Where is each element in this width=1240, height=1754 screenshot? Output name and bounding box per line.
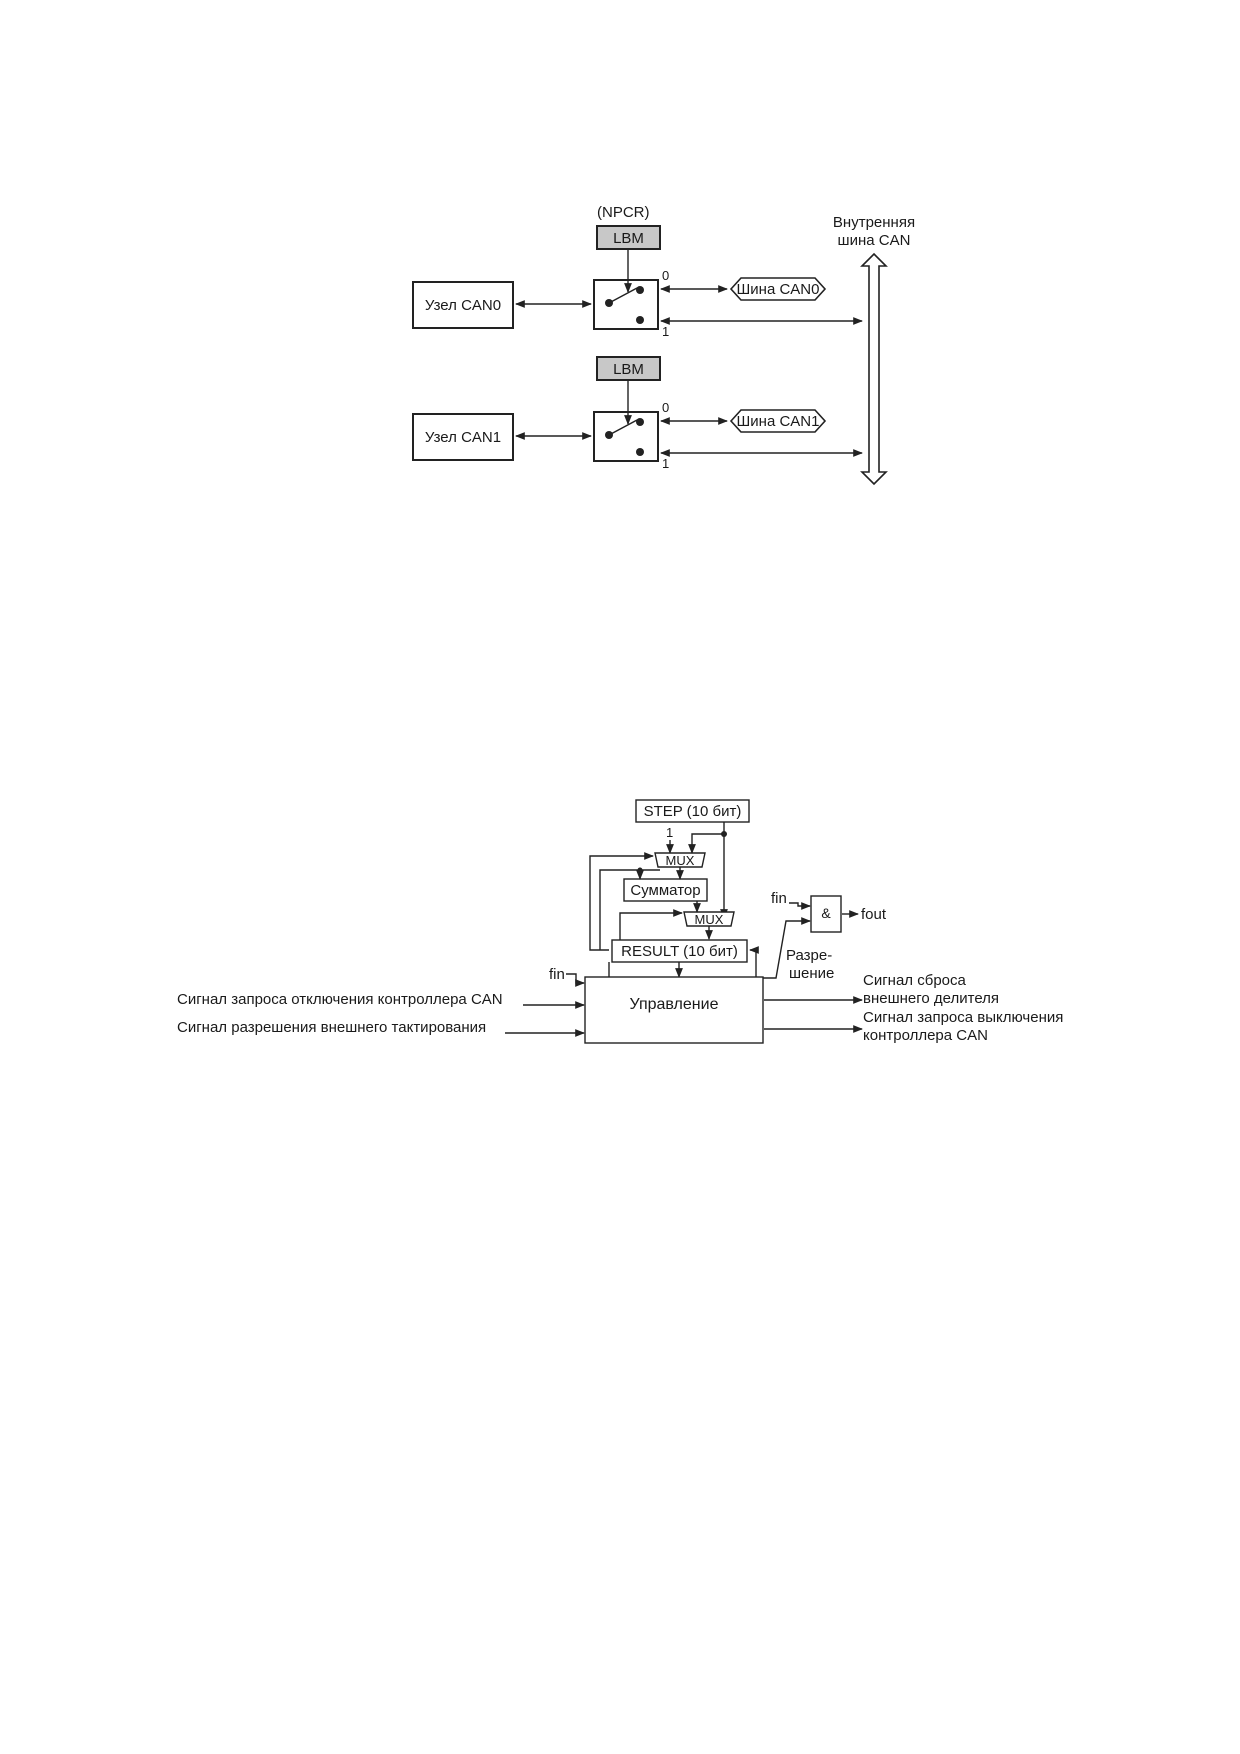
npcr-label: (NPCR) (597, 204, 650, 221)
output-reset-label-2: внешнего делителя (863, 990, 999, 1007)
can-loopback-diagram: (NPCR) LBM Узел CAN0 0 1 Шина CAN0 LBM У… (412, 204, 915, 486)
internal-bus-label-2: шина CAN (838, 232, 911, 249)
enable-label-1: Разре- (786, 947, 832, 964)
and-gate-box (810, 895, 842, 933)
internal-bus-label-1: Внутренняя (833, 214, 915, 231)
const-one-label: 1 (666, 825, 673, 840)
step-register-box (635, 799, 750, 823)
can1-bus-label: Шина CAN1 (737, 413, 820, 430)
result-register-label: RESULT (10 бит) (621, 943, 738, 960)
can1-node-label: Узел CAN1 (425, 429, 501, 446)
enable-label-2: шение (789, 965, 834, 982)
control-block-box (584, 976, 764, 1044)
fout-label: fout (861, 906, 887, 923)
adder-box (623, 878, 708, 902)
sw0-pos1-label: 1 (662, 324, 669, 339)
can0-node-label: Узел CAN0 (425, 297, 501, 314)
can0-bus-label: Шина CAN0 (737, 281, 820, 298)
output-reset-label-1: Сигнал сброса (863, 972, 967, 989)
input-disable-request-label: Сигнал запроса отключения контроллера CA… (177, 991, 503, 1008)
sw0-pos0-label: 0 (662, 268, 669, 283)
fin-control-label: fin (549, 966, 565, 983)
output-off-request-label-2: контроллера CAN (863, 1027, 988, 1044)
input-ext-clock-enable-label: Сигнал разрешения внешнего тактирования (177, 1019, 486, 1036)
lbm-label-top: LBM (613, 230, 644, 247)
mux-bottom-box (683, 911, 735, 927)
sw1-pos1-label: 1 (662, 456, 669, 471)
mux-bottom-label: MUX (695, 912, 724, 927)
step-register-label: STEP (10 бит) (644, 803, 742, 820)
output-off-request-label-1: Сигнал запроса выключения (863, 1009, 1063, 1026)
mux-top-label: MUX (666, 853, 695, 868)
can1-switch-box (593, 411, 659, 462)
can1-node-box (412, 413, 514, 461)
can0-switch-box (593, 279, 659, 330)
lbm-label-bottom: LBM (613, 361, 644, 378)
fin-and-label: fin (771, 890, 787, 907)
internal-can-bus-arrow (860, 252, 888, 486)
sw1-pos0-label: 0 (662, 400, 669, 415)
clock-divider-diagram: STEP (10 бит) 1 MUX Сумматор MUX RESULT … (177, 799, 1063, 1044)
can0-node-box (412, 281, 514, 329)
control-block-label: Управление (630, 996, 719, 1013)
and-gate-label: & (821, 905, 831, 921)
adder-label: Сумматор (630, 882, 700, 899)
